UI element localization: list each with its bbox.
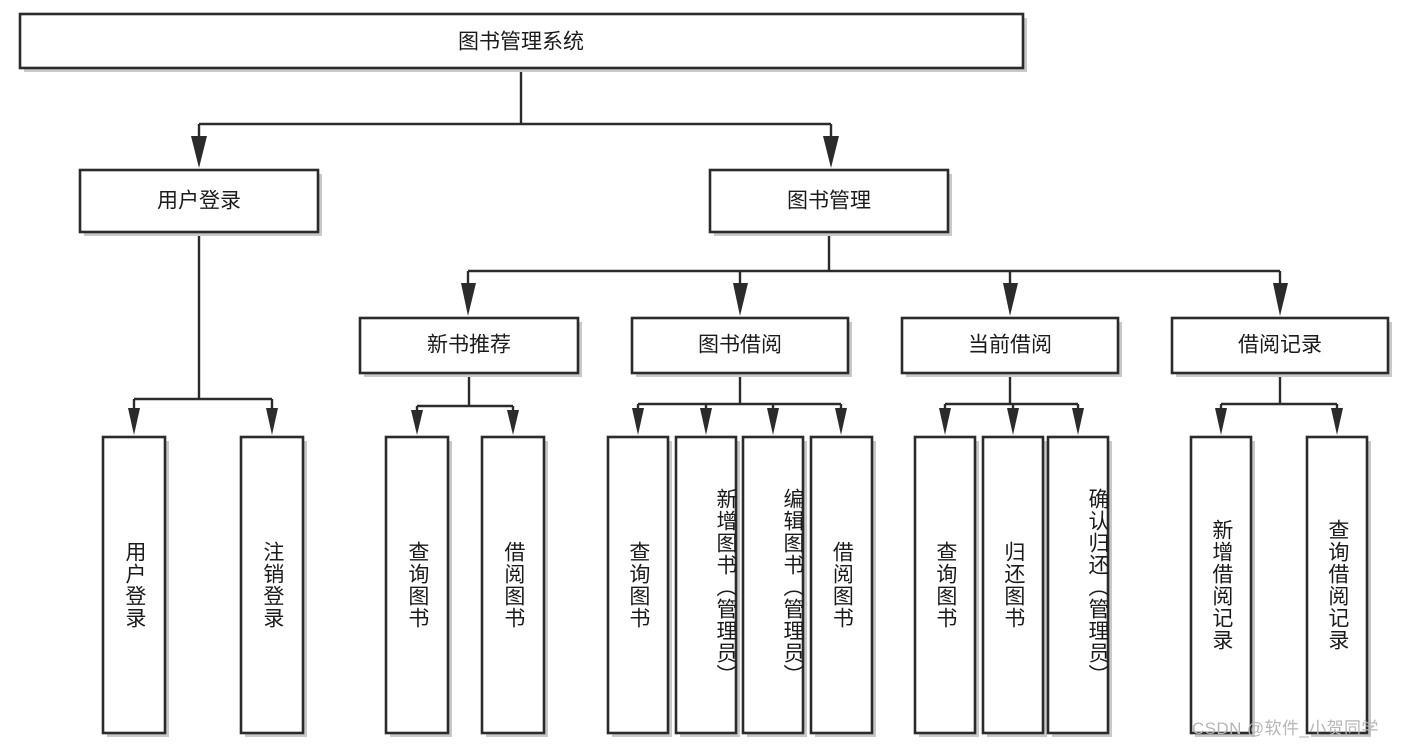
connector-bookborrow-to-leaves (632, 373, 847, 435)
arrow-head-icon (939, 408, 951, 435)
arrow-head-icon (266, 408, 278, 435)
node-root-label: 图书管理系统 (458, 31, 584, 54)
connector-userlogin-to-leaves (128, 232, 278, 435)
leaf-node-logout[interactable] (239, 435, 307, 737)
node-user-login-label: 用户登录 (157, 190, 241, 213)
connector-currentborrow-to-leaves (939, 373, 1084, 435)
node-book-manage[interactable]: 图书管理 (708, 168, 952, 236)
arrow-head-icon (1215, 408, 1227, 435)
arrow-head-icon (461, 283, 476, 316)
arrow-head-icon (632, 408, 644, 435)
node-root[interactable]: 图书管理系统 (18, 12, 1027, 72)
node-borrow-record[interactable]: 借阅记录 (1170, 316, 1392, 377)
arrow-head-icon (823, 136, 839, 168)
leaf-node-user-login[interactable] (101, 435, 169, 737)
arrow-head-icon (128, 408, 140, 435)
leaf-node-borrow-book-2[interactable] (809, 435, 876, 737)
connector-root-to-level2 (191, 68, 839, 168)
node-borrow-record-label: 借阅记录 (1238, 334, 1322, 357)
leaf-node-borrow-book-1[interactable] (480, 435, 548, 737)
leaf-node-return-book[interactable] (981, 435, 1047, 737)
connector-newbookrec-to-leaves (411, 373, 519, 435)
node-book-manage-label: 图书管理 (787, 190, 871, 213)
leaf-node-add-book[interactable] (674, 435, 740, 737)
node-new-book-rec[interactable]: 新书推荐 (358, 316, 582, 377)
node-user-login[interactable]: 用户登录 (78, 168, 322, 236)
leaf-node-query-book-1[interactable] (384, 435, 452, 737)
arrow-head-icon (1007, 408, 1019, 435)
leaf-node-edit-book[interactable] (741, 435, 807, 737)
node-book-borrow[interactable]: 图书借阅 (630, 316, 852, 377)
arrow-head-icon (411, 410, 423, 435)
node-new-book-rec-label: 新书推荐 (427, 334, 511, 357)
leaf-node-confirm-return[interactable] (1046, 435, 1112, 737)
leaf-node-query-book-3[interactable] (913, 435, 979, 737)
node-current-borrow[interactable]: 当前借阅 (900, 316, 1122, 377)
connector-borrowrecord-to-leaves (1215, 373, 1343, 435)
leaf-node-query-record[interactable] (1305, 435, 1371, 737)
node-book-borrow-label: 图书借阅 (698, 334, 782, 357)
connector-bookmanage-to-level3 (461, 232, 1288, 316)
arrow-head-icon (191, 136, 207, 168)
arrow-head-icon (767, 408, 779, 435)
leaf-node-add-record[interactable] (1189, 435, 1255, 737)
leaf-node-query-book-2[interactable] (606, 435, 672, 737)
arrow-head-icon (835, 408, 847, 435)
arrow-head-icon (1003, 283, 1018, 316)
arrow-head-icon (700, 408, 712, 435)
arrow-head-icon (733, 283, 748, 316)
arrow-head-icon (1331, 408, 1343, 435)
arrow-head-icon (1273, 283, 1288, 316)
node-current-borrow-label: 当前借阅 (968, 334, 1052, 357)
arrow-head-icon (507, 410, 519, 435)
arrow-head-icon (1072, 408, 1084, 435)
watermark-text: CSDN @软件_小贺同学 (1192, 719, 1379, 738)
